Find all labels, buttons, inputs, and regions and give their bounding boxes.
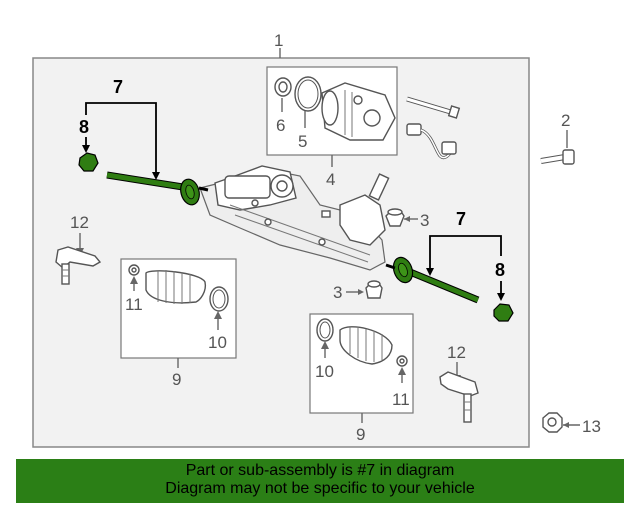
mounting-bolt-2-part [540,149,575,165]
inner-tie-rod-right-part [385,256,480,304]
steering-rack-housing-part [199,165,390,271]
boot-left-part [145,270,207,304]
long-bolt-part [406,96,461,119]
inner-tie-rod-left-part [106,171,209,206]
callout-12-left[interactable]: 12 [70,213,89,232]
callout-7-left[interactable]: 7 [113,77,123,97]
info-banner: Part or sub-assembly is #7 in diagram Di… [16,459,624,503]
motor-housing-part [321,82,396,141]
jam-nut-left-part [78,152,99,172]
banner-line-1: Part or sub-assembly is #7 in diagram [185,462,455,479]
callout-10-left[interactable]: 10 [208,333,227,352]
bushing-3-upper-part [385,208,405,227]
callout-9-left[interactable]: 9 [172,370,181,389]
callout-1[interactable]: 1 [274,31,283,50]
boot-right-part [339,326,393,365]
callout-2[interactable]: 2 [561,111,570,130]
callout-11-left[interactable]: 11 [125,295,143,314]
callout-6[interactable]: 6 [276,116,285,135]
bearing-6-part [274,77,292,97]
callout-8-left[interactable]: 8 [79,117,89,137]
callout-10-right[interactable]: 10 [315,362,334,381]
bushing-3-lower-part [365,280,383,299]
callout-13[interactable]: 13 [582,417,601,436]
callout-11-right[interactable]: 11 [392,390,410,409]
callout-9-right[interactable]: 9 [356,425,365,444]
wire-harness-part [406,123,457,160]
nut-13-part [542,412,563,433]
outer-tie-rod-end-right-part [439,371,479,423]
jam-nut-right-part [493,303,514,322]
callout-8-right[interactable]: 8 [495,260,505,280]
callout-3-lower[interactable]: 3 [333,283,342,302]
callout-12-right[interactable]: 12 [447,343,466,362]
callout-4[interactable]: 4 [326,170,335,189]
callout-3-upper[interactable]: 3 [420,211,429,230]
outer-tie-rod-end-left-part [55,246,102,285]
banner-line-2: Diagram may not be specific to your vehi… [165,480,475,497]
clamp-10-right-part [316,318,334,342]
clamp-11-left-part [128,264,140,276]
clamp-10-left-part [209,286,229,312]
o-ring-5-part [294,76,322,112]
clamp-11-right-part [396,355,408,367]
callout-5[interactable]: 5 [298,132,307,151]
callout-7-right[interactable]: 7 [456,209,466,229]
